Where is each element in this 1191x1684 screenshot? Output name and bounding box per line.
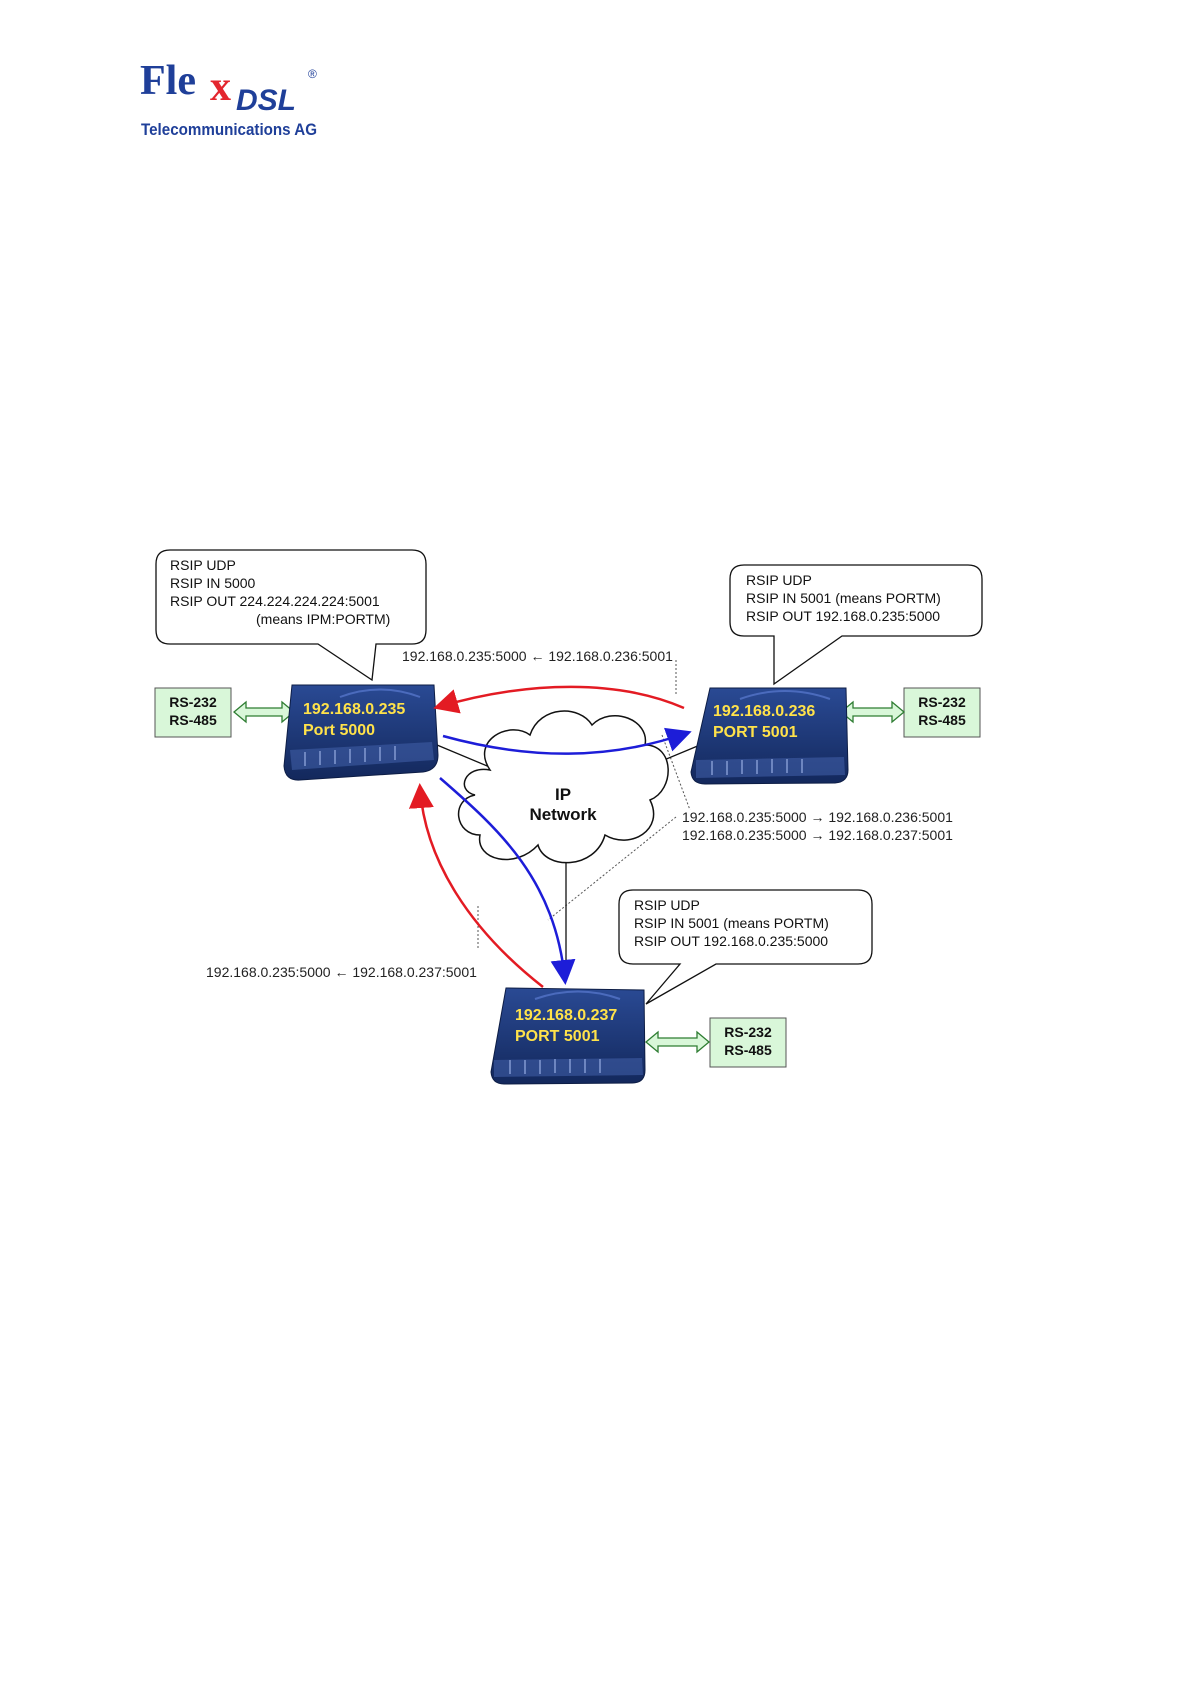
flow-label-right-1: 192.168.0.235:5000 → 192.168.0.236:5001	[682, 809, 953, 825]
serial-box-right: RS-232 RS-485	[903, 687, 981, 738]
serial-box-bottom: RS-232 RS-485	[709, 1017, 787, 1068]
callout-device-236: RSIP UDP RSIP IN 5001 (means PORTM) RSIP…	[729, 564, 983, 686]
serial-bottom-rs485: RS-485	[724, 1042, 772, 1058]
network-label-network: Network	[529, 805, 597, 824]
serial-arrow-left	[232, 700, 296, 724]
device-236-port: PORT 5001	[713, 724, 798, 741]
serial-left-rs232: RS-232	[169, 694, 217, 710]
flow-label-right-2: 192.168.0.235:5000 → 192.168.0.237:5001	[682, 827, 953, 843]
blue-arrow-235-to-236	[442, 727, 692, 755]
callout-device-237: RSIP UDP RSIP IN 5001 (means PORTM) RSIP…	[618, 889, 873, 1005]
flow-label-bottom: 192.168.0.235:5000 ← 192.168.0.237:5001	[206, 964, 477, 980]
flow-label-top: 192.168.0.235:5000 ← 192.168.0.236:5001	[402, 648, 673, 664]
device-237-port: PORT 5001	[515, 1028, 600, 1045]
logo-word-dsl: DSL	[236, 84, 296, 117]
device-192-168-0-236: 192.168.0.236 PORT 5001	[690, 687, 849, 785]
ip-network-cloud: IP Network	[458, 710, 669, 864]
serial-bottom-rs232: RS-232	[724, 1024, 772, 1040]
red-arrow-236-to-235	[433, 685, 685, 714]
flexdsl-logo: Fle x DSL ® Telecommunications AG	[140, 64, 317, 139]
callout-3-line-2: RSIP IN 5001 (means PORTM)	[634, 915, 829, 931]
serial-left-rs485: RS-485	[169, 712, 217, 728]
callout-1-line-3: RSIP OUT 224.224.224.224:5001	[170, 593, 380, 609]
logo-letter-x: x	[210, 64, 231, 110]
device-237-ip: 192.168.0.237	[515, 1007, 617, 1024]
serial-right-rs485: RS-485	[918, 712, 966, 728]
callout-3-line-3: RSIP OUT 192.168.0.235:5000	[634, 933, 828, 949]
serial-right-rs232: RS-232	[918, 694, 966, 710]
device-235-ip: 192.168.0.235	[303, 701, 405, 718]
device-192-168-0-235: 192.168.0.235 Port 5000	[283, 684, 439, 781]
device-235-port: Port 5000	[303, 722, 375, 739]
callout-3-line-1: RSIP UDP	[634, 897, 700, 913]
serial-arrow-bottom	[644, 1030, 711, 1054]
callout-2-line-3: RSIP OUT 192.168.0.235:5000	[746, 608, 940, 624]
blue-arrow-235-to-237	[439, 777, 576, 985]
network-label-ip: IP	[555, 785, 571, 804]
callout-1-line-1: RSIP UDP	[170, 557, 236, 573]
callout-2-line-1: RSIP UDP	[746, 572, 812, 588]
callout-1-line-4: (means IPM:PORTM)	[256, 611, 390, 627]
red-arrow-237-to-235	[408, 783, 544, 988]
callout-device-235: RSIP UDP RSIP IN 5000 RSIP OUT 224.224.2…	[155, 549, 427, 682]
device-192-168-0-237: 192.168.0.237 PORT 5001	[490, 987, 646, 1085]
logo-registered: ®	[308, 67, 317, 81]
serial-arrow-right	[839, 700, 906, 724]
callout-2-line-2: RSIP IN 5001 (means PORTM)	[746, 590, 941, 606]
serial-link-arrows	[232, 700, 906, 1054]
logo-tagline: Telecommunications AG	[141, 120, 317, 139]
serial-box-left: RS-232 RS-485	[154, 687, 232, 738]
logo-word-fle: Fle	[140, 64, 196, 104]
callout-1-line-2: RSIP IN 5000	[170, 575, 256, 591]
data-flow-arrows	[408, 685, 692, 988]
device-236-ip: 192.168.0.236	[713, 703, 815, 720]
